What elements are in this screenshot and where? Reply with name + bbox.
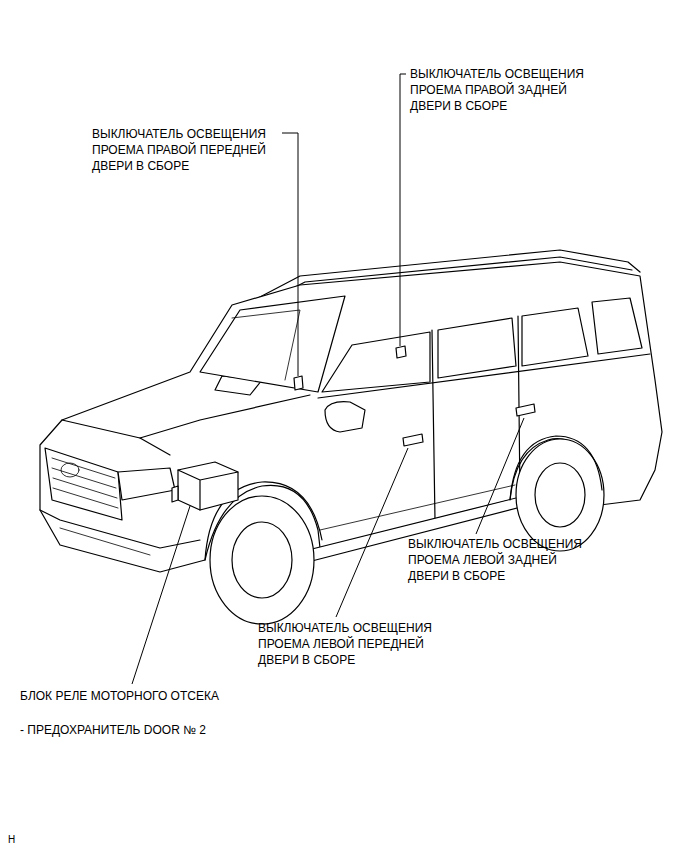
part-label: ВЫКЛЮЧАТЕЛЬ ОСВЕЩЕНИЯ ПРОЕМА ПРАВОЙ ЗАДН… bbox=[410, 66, 610, 114]
page-mark: H bbox=[8, 832, 15, 848]
part-label: ВЫКЛЮЧАТЕЛЬ ОСВЕЩЕНИЯ ПРОЕМА ЛЕВОЙ ПЕРЕД… bbox=[258, 620, 463, 668]
part-label: БЛОК РЕЛЕ МОТОРНОГО ОТСЕКА bbox=[20, 688, 219, 704]
part-label: - ПРЕДОХРАНИТЕЛЬ DOOR № 2 bbox=[20, 722, 206, 738]
part-label: ВЫКЛЮЧАТЕЛЬ ОСВЕЩЕНИЯ ПРОЕМА ПРАВОЙ ПЕРЕ… bbox=[92, 126, 297, 174]
part-label: ВЫКЛЮЧАТЕЛЬ ОСВЕЩЕНИЯ ПРОЕМА ЛЕВОЙ ЗАДНЕ… bbox=[408, 536, 598, 584]
